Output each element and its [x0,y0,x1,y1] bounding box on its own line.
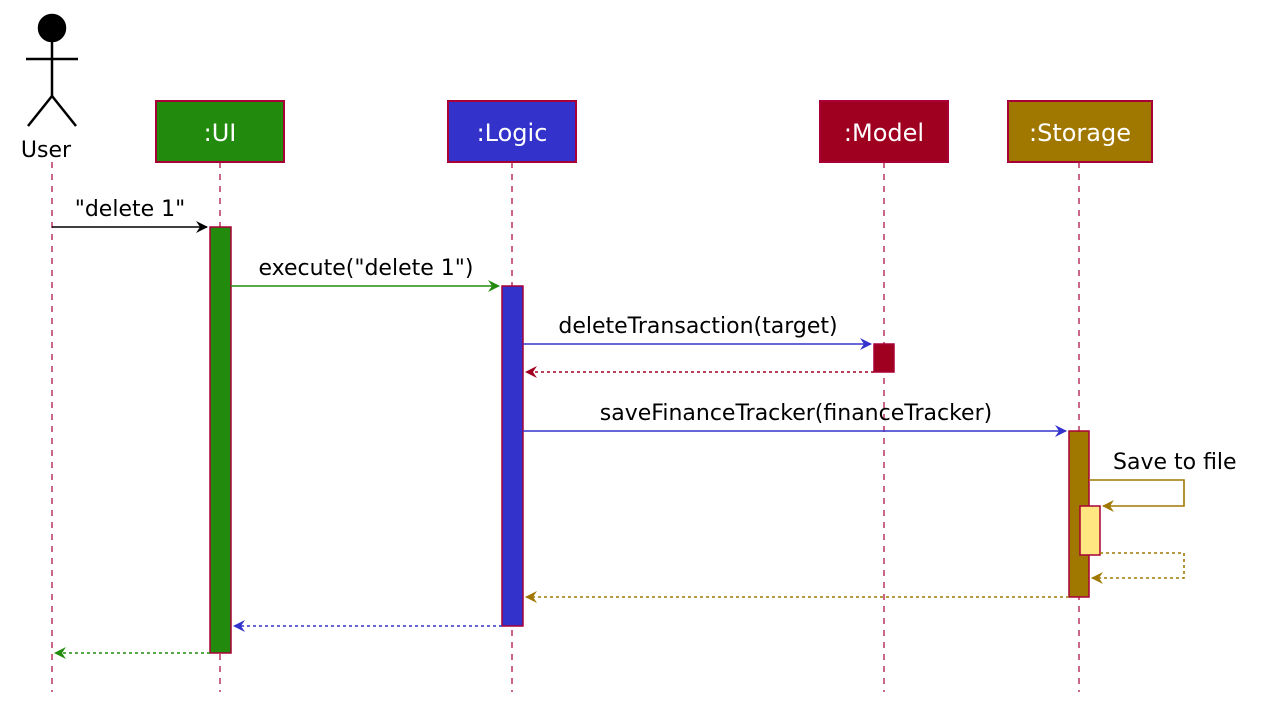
participant-storage: :Storage [1007,100,1153,163]
lifelines [51,162,1080,692]
participant-ui: :UI [155,100,285,163]
participant-model-box [819,100,949,163]
participant-ui-label: :UI [204,119,237,147]
participant-model: :Model [819,100,949,163]
self-return-arrow [1091,552,1185,584]
participant-ui-box [155,100,285,163]
participant-logic-box [447,100,577,163]
message-storage-self: Save to file [1089,450,1237,512]
message-label: "delete 1" [75,197,186,222]
message-label: saveFinanceTracker(financeTracker) [600,401,992,426]
activation-ui [209,226,232,654]
actor-head [37,13,67,43]
return-storage-self [1091,552,1185,584]
participant-storage-label: :Storage [1029,119,1131,147]
actor-user [26,13,78,127]
message-user-to-ui: "delete 1" [52,197,208,233]
participant-storage-box [1007,100,1153,163]
self-call-arrow [1089,479,1185,512]
message-label: deleteTransaction(target) [558,314,837,339]
message-logic-to-model: deleteTransaction(target) [523,314,872,350]
activation-logic [501,285,524,627]
participant-logic-label: :Logic [477,119,548,147]
message-ui-to-logic: execute("delete 1") [231,256,500,292]
message-label: Save to file [1113,450,1237,475]
activation-storage-self [1079,505,1101,556]
actor-user-label: User [21,138,72,163]
message-logic-to-storage: saveFinanceTracker(financeTracker) [523,401,1067,437]
activation-model [873,343,895,373]
participant-model-label: :Model [844,119,924,147]
participant-logic: :Logic [447,100,577,163]
message-label: execute("delete 1") [259,256,474,281]
